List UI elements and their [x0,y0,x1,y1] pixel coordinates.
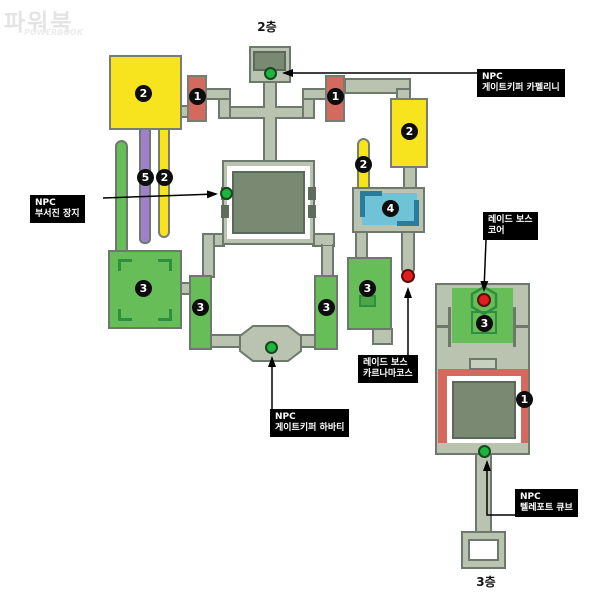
label-line: 카르나마코스 [363,369,413,379]
floor2-title: 2층 [257,20,277,34]
label-raid-boss-karnamakos: 레이드 보스 카르나마코스 [358,355,418,383]
npc-dot-teleport-cube [478,445,491,458]
badge-3: 3 [476,315,493,332]
label-line: NPC [35,198,56,208]
npc-dot-havarti [265,341,278,354]
floor3-divider-door [469,358,497,370]
watermark-logo: 파워북 [4,10,74,36]
badge-2: 2 [401,123,418,140]
badge-1: 1 [327,88,344,105]
floor3-wall [515,325,528,328]
label-line: NPC [275,412,296,422]
corridor-to-room3-far [355,230,368,260]
label-line: 레이드 보스 [488,215,533,225]
label-gatekeeper-capellini: NPC 게이트키퍼 카펠리니 [477,69,565,97]
label-teleport-cube: NPC 텔레포트 큐브 [515,489,578,517]
badge-3: 3 [318,299,335,316]
badge-4: 4 [382,200,399,217]
corner-mark [118,259,132,271]
badge-5: 5 [137,169,154,186]
floor3-exit-corridor [475,453,492,533]
npc-dot-capellini [264,67,277,80]
corridor-entrance-vertical [263,81,277,165]
corridor-junction-patch [323,239,332,245]
room4-accent-topleft [360,191,382,217]
floor3-wall [513,307,516,347]
corner-mark [158,309,172,321]
watermark-subtitle: POWERBOOK [24,28,84,37]
room2-yellow-right [390,98,428,168]
badge-3: 3 [135,280,152,297]
label-line: 게이트키퍼 하바티 [275,423,345,433]
label-line: 레이드 보스 [363,358,408,368]
badge-2: 2 [355,156,372,173]
central-room-floor [232,171,305,234]
corner-mark [158,259,172,271]
corridor-topright-horizontal [344,78,411,94]
corridor-junction-patch [263,108,277,117]
badge-3: 3 [192,299,209,316]
corridor-junction-patch [398,90,409,96]
label-line: NPC [482,72,503,82]
label-line: 부서진 장지 [35,209,80,219]
corridor-bottom-left [210,334,242,348]
central-room-door-right-2 [308,205,316,218]
corridor-junction-patch [204,235,213,245]
corridor-junction-patch [220,90,229,98]
label-line: NPC [520,492,541,502]
label-raid-boss-core: 레이드 보스 코어 [483,212,538,240]
badge-1: 1 [516,391,533,408]
floor3-title: 3층 [476,575,496,589]
corridor-stub-room3-far [372,328,393,345]
room3-tall-right [314,275,338,350]
central-room-door-left-2 [221,205,229,218]
label-line: 텔레포트 큐브 [520,503,573,513]
badge-2: 2 [156,169,173,186]
badge-1: 1 [189,88,206,105]
label-gatekeeper-havarti: NPC 게이트키퍼 하바티 [270,409,350,437]
central-room-door-right-1 [308,187,316,200]
label-line: 게이트키퍼 카펠리니 [482,83,560,93]
corridor-to-boss-dot [401,230,415,274]
purple-corridor [139,128,151,244]
room4-accent-bottomright [397,200,419,226]
floor3-inner-floor [452,381,516,439]
badge-2: 2 [135,85,152,102]
label-broken-jangji: NPC 부서진 장지 [30,195,85,223]
boss-dot-karnamakos [401,269,415,283]
floor3-wall [448,307,451,347]
green-corridor-left [115,140,128,252]
corridor-leg-right-vertical [321,244,334,278]
floor3-wall [436,325,449,328]
corner-mark [118,309,132,321]
npc-dot-broken-jangji [220,187,233,200]
label-line: 코어 [488,226,505,236]
badge-3: 3 [359,280,376,297]
floor3-exit-room-floor [468,539,499,561]
boss-dot-core [477,293,491,307]
corridor-junction-patch [304,90,313,98]
